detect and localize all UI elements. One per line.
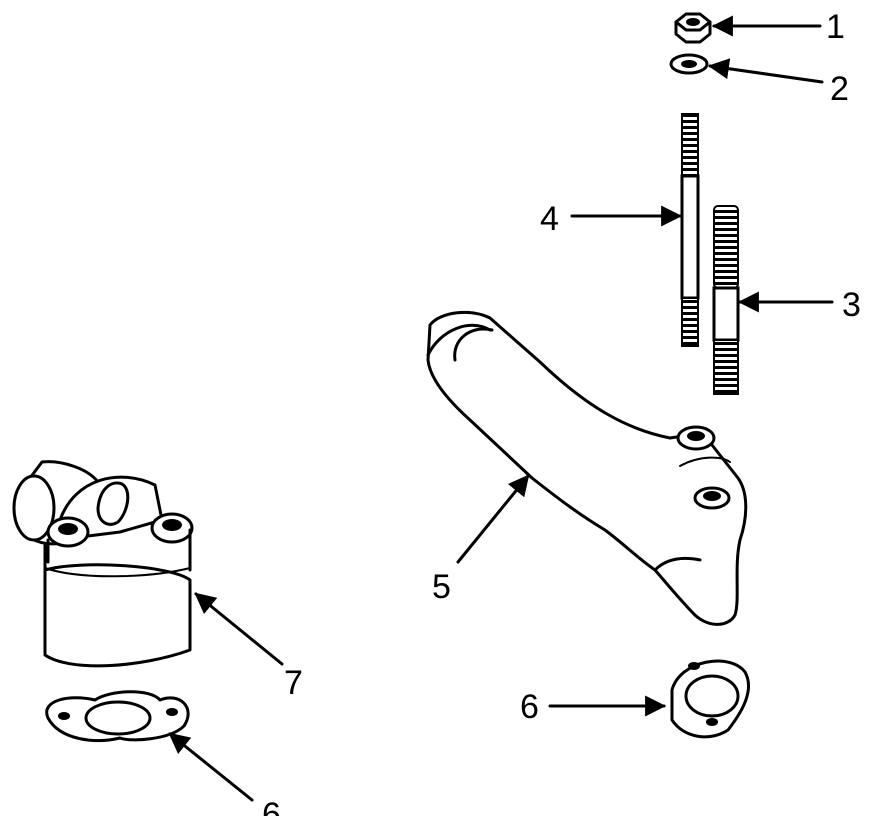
elbow-pipe-part — [426, 310, 748, 626]
leader-6-left — [168, 732, 254, 802]
callout-labels: 1 2 3 4 5 6 6 7 — [262, 8, 861, 816]
callout-6-right: 6 — [520, 688, 539, 726]
washer-part — [669, 53, 709, 75]
leader-lines — [168, 15, 834, 802]
leader-5 — [456, 474, 530, 564]
callout-1: 1 — [826, 8, 845, 46]
callout-6-left: 6 — [262, 796, 281, 816]
leader-2 — [707, 58, 824, 84]
hex-nut-part — [674, 12, 712, 44]
callout-4: 4 — [540, 200, 559, 238]
short-stud-part — [712, 205, 740, 395]
gasket-right-part — [670, 659, 750, 739]
callout-5: 5 — [432, 568, 451, 606]
gasket-left-part — [45, 690, 190, 742]
callout-7: 7 — [284, 664, 303, 702]
long-stud-part — [680, 113, 700, 347]
thermostat-housing-part — [12, 460, 194, 668]
leader-7 — [194, 592, 284, 666]
callout-3: 3 — [842, 286, 861, 324]
callout-2: 2 — [830, 70, 849, 108]
